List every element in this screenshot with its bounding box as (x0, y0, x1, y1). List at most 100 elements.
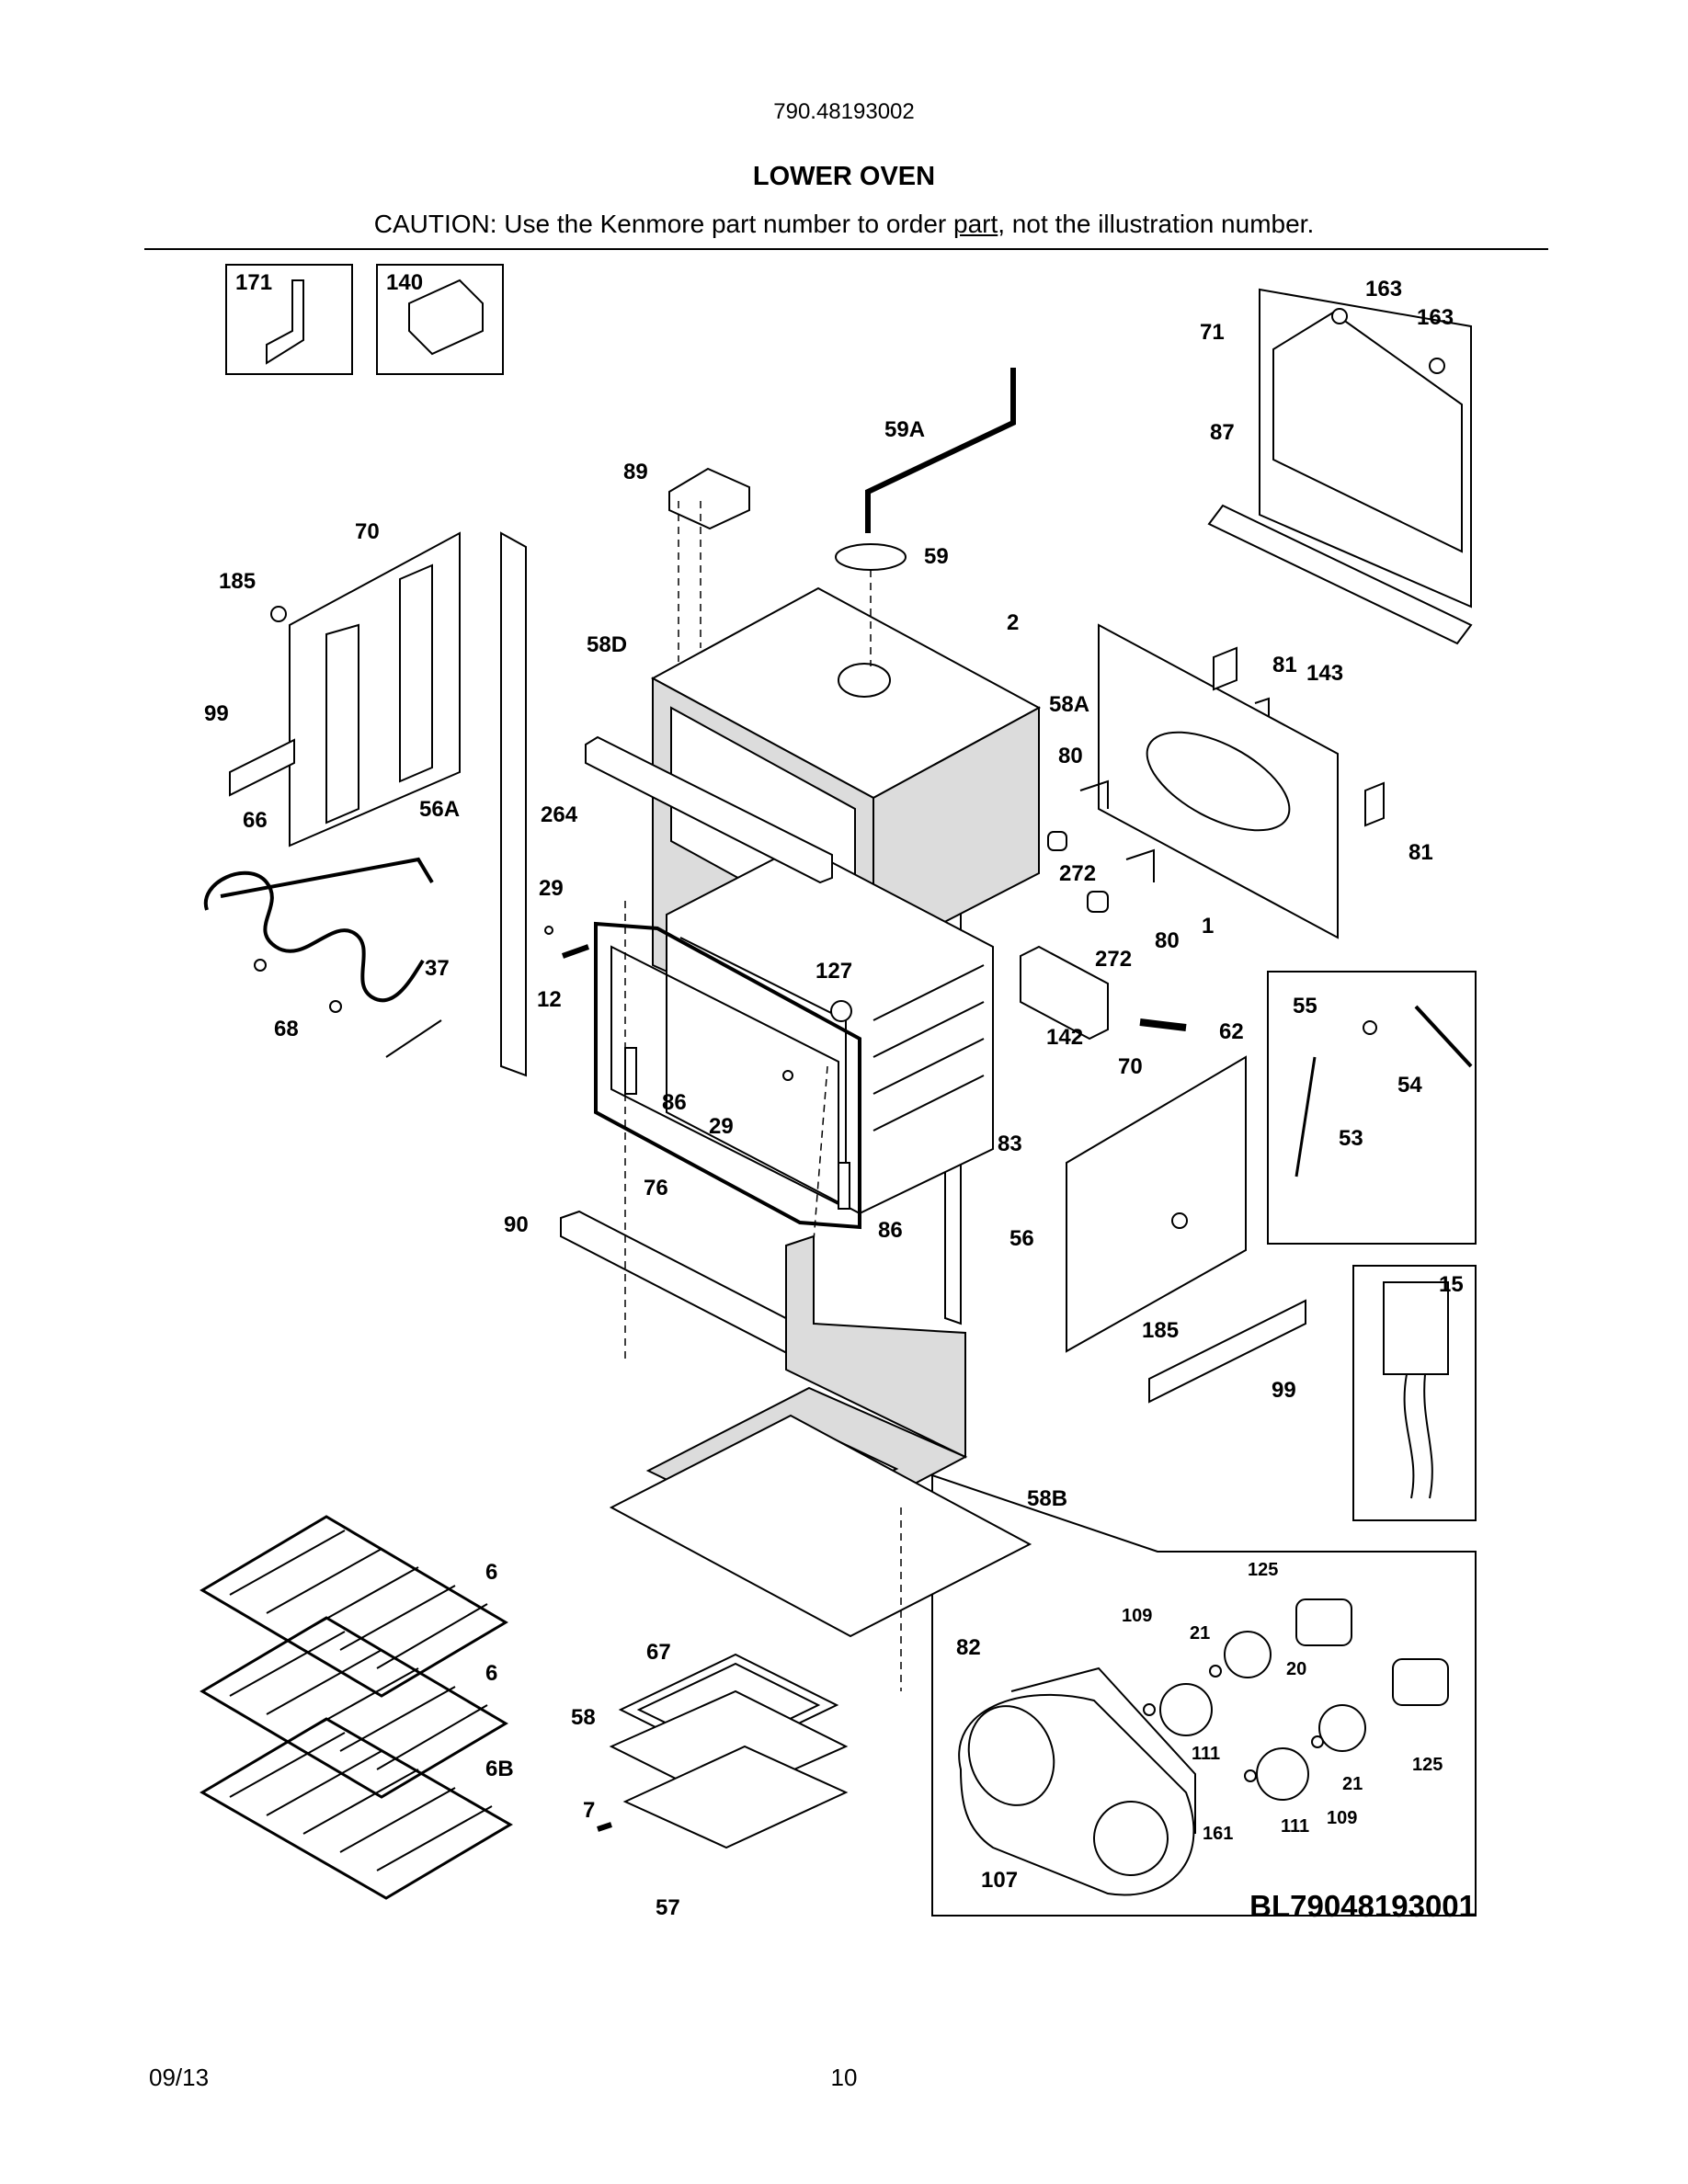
clip-68b (329, 1000, 342, 1013)
side-panel-70-left (289, 531, 461, 847)
fan-opening (1146, 731, 1291, 832)
inset-box-140 (376, 264, 504, 375)
callout-87: 87 (1210, 420, 1235, 445)
module-15-wires (1403, 1373, 1433, 1499)
callout-59A: 59A (884, 417, 925, 442)
callout-62: 62 (1219, 1019, 1244, 1044)
hinge-86-left (624, 1047, 637, 1095)
fan-cover-grille-left (967, 1705, 1055, 1806)
callout-2: 2 (1007, 610, 1019, 635)
callout-89: 89 (623, 460, 648, 484)
rear-panel-71-cutout (1272, 311, 1463, 553)
callout-58: 58 (571, 1705, 596, 1730)
wire-37 (385, 1019, 442, 1058)
sensor-54 (1414, 1005, 1473, 1068)
callout-76: 76 (644, 1176, 668, 1200)
bracket-81-right (1364, 781, 1385, 827)
callout-12: 12 (537, 987, 562, 1012)
callout-163b: 163 (1417, 305, 1454, 330)
rear-wall-1 (1098, 623, 1339, 939)
rack-wires (229, 1530, 488, 1669)
fan-plate-20-lower (1318, 1704, 1366, 1752)
screw-29a (544, 926, 553, 935)
callout-29-upper: 29 (539, 876, 564, 901)
callout-83: 83 (998, 1132, 1022, 1156)
callout-20: 20 (1286, 1659, 1306, 1679)
inset-box-171 (225, 264, 353, 375)
inset-box-15 (1352, 1265, 1477, 1521)
screw-29b (782, 1070, 793, 1081)
callout-54: 54 (1397, 1073, 1422, 1098)
callout-90: 90 (504, 1212, 529, 1237)
callout-66: 66 (243, 808, 268, 833)
oven-bottom-82 (609, 1414, 1032, 1638)
oven-rack-6B-bottom (200, 1717, 513, 1900)
callout-labels: 171 140 163 163 71 87 59A 89 59 70 185 2… (204, 270, 1464, 1920)
callout-6-middle: 6 (485, 1661, 497, 1686)
callout-140: 140 (386, 270, 423, 295)
rail-99-right (1148, 1299, 1306, 1404)
cavity-rack-supports (873, 964, 985, 1132)
side-panel-70-right (1066, 1055, 1247, 1353)
callout-163a: 163 (1365, 277, 1402, 301)
page-number: 10 (830, 2064, 858, 2091)
callout-55: 55 (1293, 994, 1317, 1018)
callout-264: 264 (541, 802, 578, 827)
grommet-185-right (1171, 1212, 1188, 1229)
front-trim-264 (585, 735, 833, 884)
callout-58A: 58A (1049, 692, 1089, 717)
callout-125-upper: 125 (1248, 1560, 1278, 1580)
callout-37: 37 (425, 956, 450, 981)
callout-21-lower: 21 (1342, 1774, 1363, 1794)
callout-1: 1 (1202, 914, 1214, 938)
callout-82: 82 (956, 1635, 981, 1660)
callout-53: 53 (1339, 1126, 1363, 1151)
top-vent-hole (838, 663, 891, 698)
callout-86-left: 86 (662, 1090, 687, 1115)
rack-wires (229, 1732, 493, 1871)
inset-box-sensor (1267, 971, 1477, 1245)
callout-15: 15 (1439, 1272, 1464, 1297)
caution-text-underlined: part (953, 210, 998, 238)
bracket-140 (408, 279, 484, 356)
model-number: 790.48193002 (773, 99, 915, 124)
callout-80-lower: 80 (1155, 928, 1180, 953)
callout-71: 71 (1200, 320, 1225, 345)
caution-text-end: , not the illustration number. (998, 210, 1315, 238)
screw-7 (597, 1822, 612, 1832)
callout-70-right: 70 (1118, 1054, 1143, 1079)
callout-7: 7 (583, 1798, 595, 1823)
terminal-block-62 (1139, 1018, 1187, 1031)
fan-motor-125-upper (1295, 1598, 1352, 1646)
fan-motor-125-lower (1392, 1658, 1449, 1706)
side-trim-142 (1020, 945, 1109, 1041)
door-frame-76 (594, 921, 861, 1230)
bracket-80-upper (1079, 779, 1109, 809)
oven-rack-6-middle (200, 1616, 508, 1799)
part-89 (668, 467, 750, 530)
rail-99-left (229, 738, 295, 797)
callout-272-lower: 272 (1095, 947, 1132, 972)
callout-171: 171 (235, 270, 272, 295)
callout-59: 59 (924, 544, 949, 569)
oven-rack-6-top (200, 1515, 508, 1698)
spacer-272b (1087, 891, 1109, 913)
callout-127: 127 (815, 959, 852, 984)
bracket-81-upper (1213, 646, 1237, 691)
assembly-guide-lines (624, 501, 902, 1691)
callout-57: 57 (656, 1895, 680, 1920)
nut-111-lower (1244, 1769, 1257, 1782)
callout-86-right: 86 (878, 1218, 903, 1243)
panel-70-rib (399, 563, 433, 783)
bracket-171 (266, 279, 304, 365)
spacer-272a (1047, 831, 1067, 851)
rail-56A (500, 531, 527, 1077)
hinge-86-right (838, 1162, 850, 1210)
callout-6B: 6B (485, 1757, 514, 1781)
cover-57 (622, 1745, 849, 1849)
fan-cover-grille-right (1093, 1801, 1169, 1876)
callout-125-lower: 125 (1412, 1755, 1443, 1775)
diagram-reference-number: BL79048193001 (1249, 1889, 1476, 1923)
broil-element-66 (203, 857, 434, 1003)
